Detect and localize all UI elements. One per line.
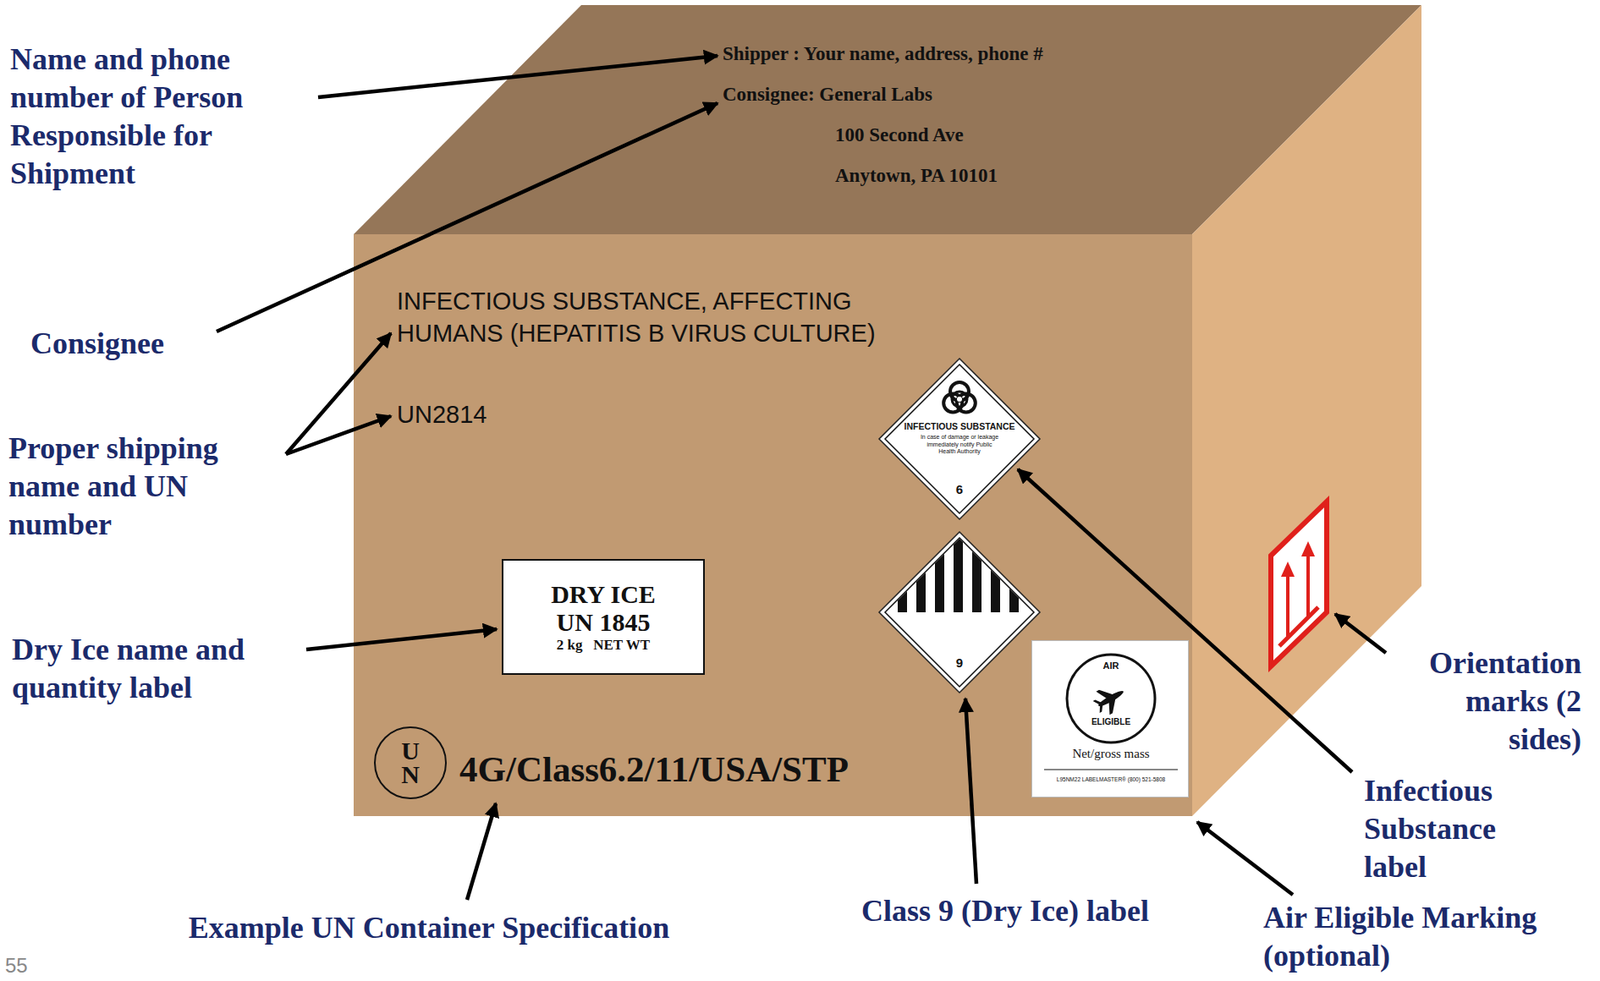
container-specification: 4G/Class6.2/11/USA/STP: [459, 748, 849, 792]
page-number: 55: [5, 954, 28, 979]
callout-label: Example UN Container Specification: [124, 909, 734, 948]
label-text: 9: [946, 655, 973, 671]
label-text: L95NM22 LABELMASTER® (800) 521-5808: [1034, 776, 1188, 784]
callout-label: Name and phone number of Person Responsi…: [10, 40, 324, 193]
un-packaging-symbol: U N: [372, 725, 449, 802]
consignee-address: 100 Second Ave: [835, 123, 964, 148]
un-number: UN2814: [396, 398, 487, 431]
proper-shipping-name: INFECTIOUS SUBSTANCE, AFFECTING HUMANS (…: [396, 285, 922, 350]
leader-arrows: [216, 55, 1386, 901]
airplane-icon: [1089, 680, 1131, 720]
label-text: U N: [395, 739, 425, 787]
label-text: UN 1845: [556, 608, 651, 637]
consignee-address: Consignee: General Labs: [722, 82, 933, 107]
callout-label: Proper shipping name and UN number: [8, 429, 288, 545]
label-text: In case of damage or leakage immediately…: [918, 434, 1001, 457]
class-9-stripes: [897, 530, 1019, 614]
label-text: Net/gross mass: [1036, 746, 1186, 762]
callout-label: Infectious Substance label: [1363, 772, 1542, 887]
label-text: 6: [946, 482, 973, 498]
carton-front: [353, 234, 1193, 817]
dry-ice-label: DRY ICEUN 18452 kg NET WT: [501, 559, 705, 676]
carton-side: [1192, 5, 1422, 817]
callout-label: Dry Ice name and quantity label: [11, 631, 317, 708]
orientation-marks: [1270, 501, 1327, 667]
callout-label: Orientation marks (2 sides): [1391, 644, 1582, 759]
label-text: 2 kg NET WT: [556, 636, 650, 655]
class-9-label: 9: [877, 530, 1042, 695]
label-text: DRY ICE: [550, 580, 656, 609]
shipper-address: Shipper : Your name, address, phone #: [722, 42, 1044, 66]
label-text: INFECTIOUS SUBSTANCE: [901, 421, 1018, 433]
biohazard-symbol: [943, 382, 976, 413]
label-text: AIR: [1089, 660, 1133, 672]
callout-label: Class 9 (Dry Ice) label: [827, 892, 1183, 931]
label-text: ELIGIBLE: [1081, 716, 1141, 728]
callout-label: Air Eligible Marking (optional): [1263, 899, 1556, 976]
air-eligible-label: AIR ELIGIBLE Net/gross massL95NM22 LABELMA…: [1031, 640, 1189, 798]
infectious-substance-label: INFECTIOUS SUBSTANCEIn case of damage or…: [877, 357, 1042, 522]
consignee-address: Anytown, PA 10101: [835, 164, 998, 188]
callout-label: Consignee: [30, 324, 165, 363]
